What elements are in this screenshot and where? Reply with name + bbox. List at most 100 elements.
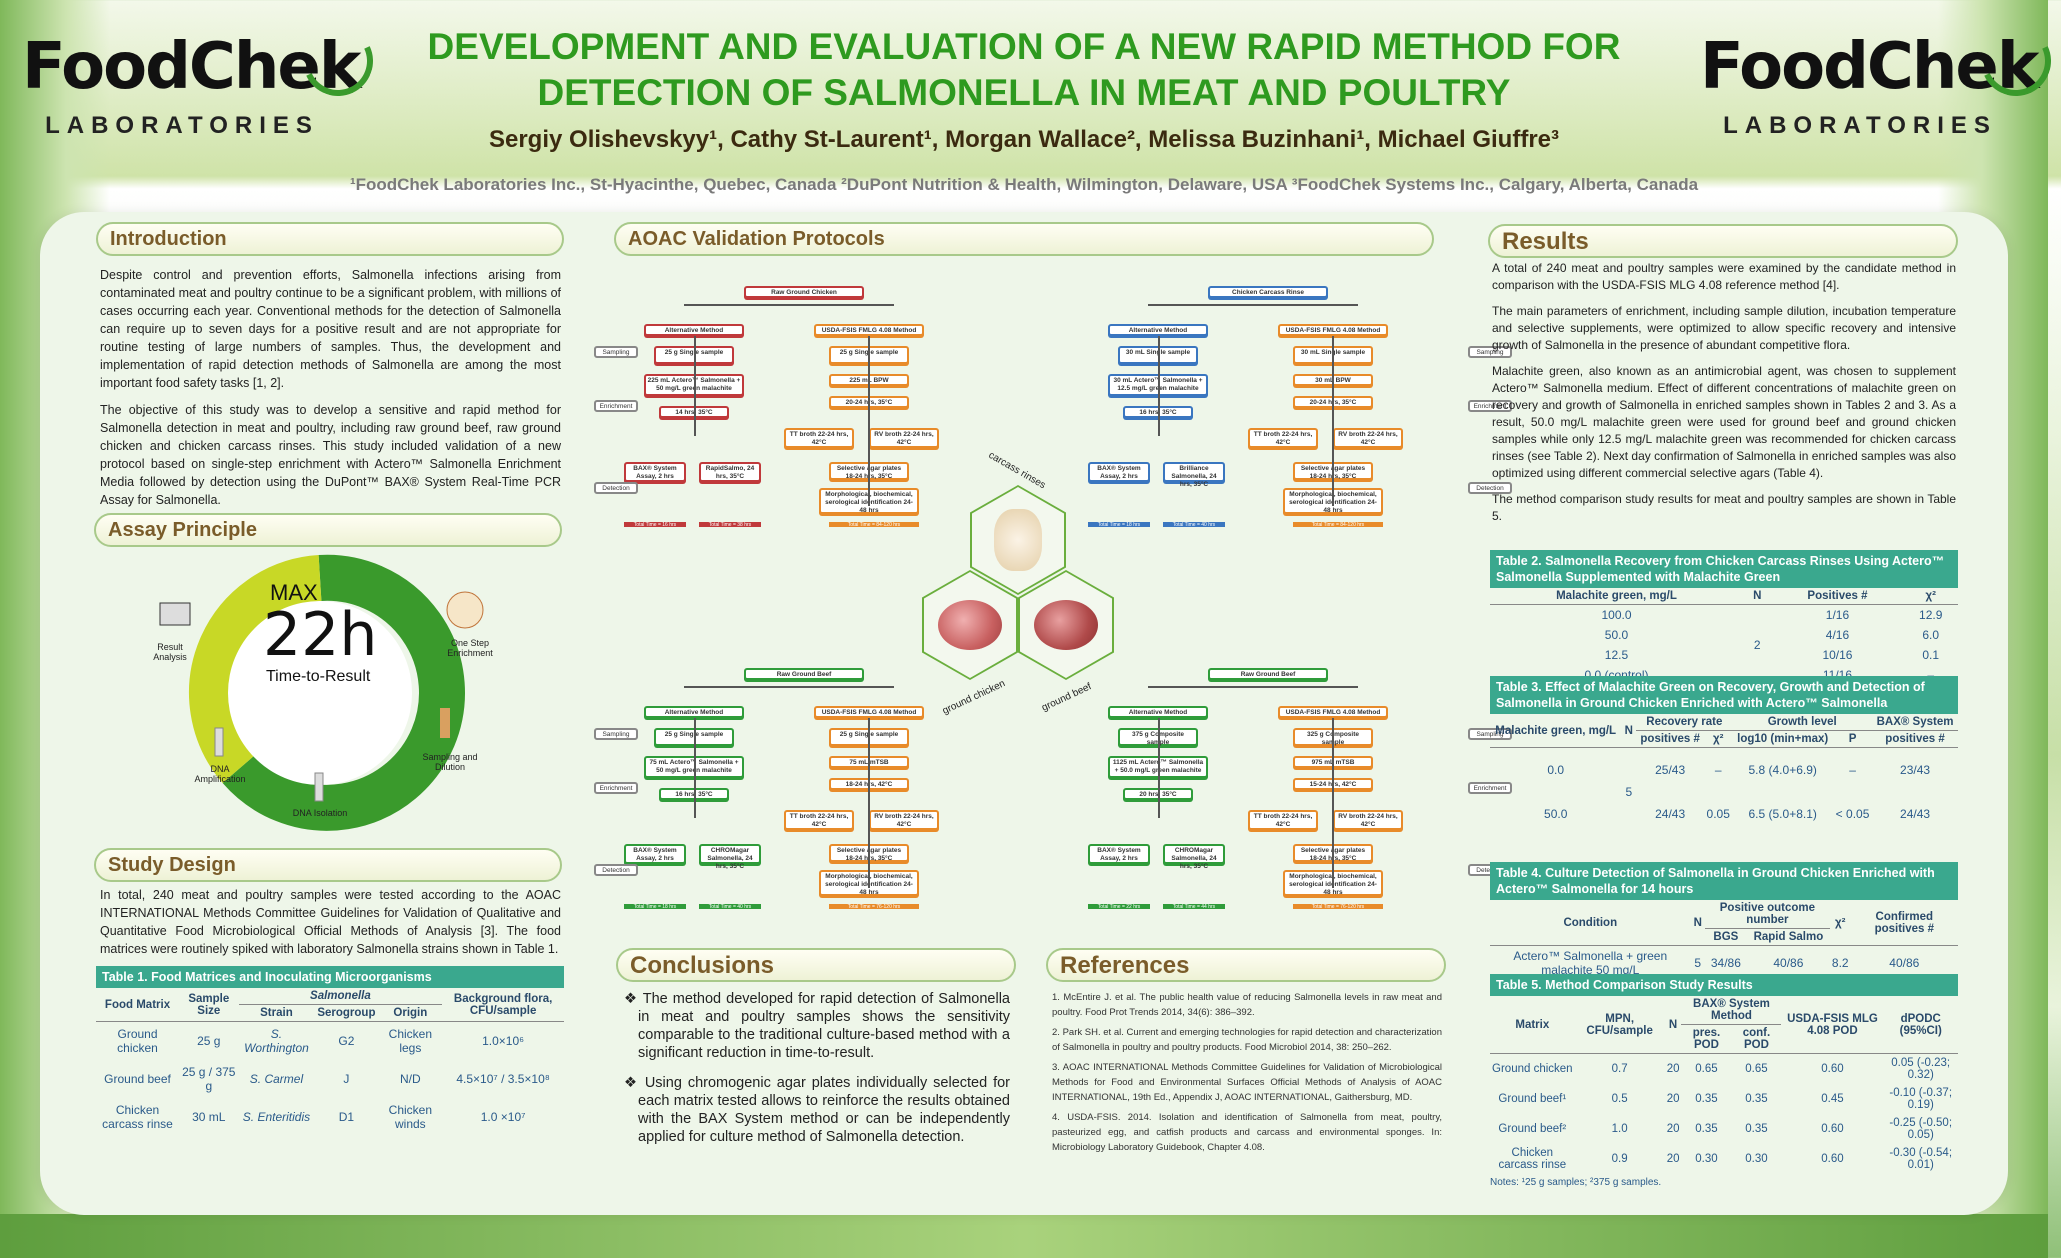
table-1-caption: Table 1. Food Matrices and Inoculating M… xyxy=(96,966,564,988)
cell: 24/43 xyxy=(1900,806,1931,821)
total-time-bar: Total Time = 40 hrs xyxy=(699,904,761,910)
total-time-bar: Total Time = 22 hrs xyxy=(1088,904,1150,910)
cell: 50.0 xyxy=(1604,628,1629,642)
title-line-2: DETECTION OF SALMONELLA IN MEAT AND POUL… xyxy=(537,72,1511,113)
total-time-bar: Total Time = 76-120 hrs xyxy=(1293,904,1383,910)
reference-method-box: USDA-FSIS FMLG 4.08 Method xyxy=(814,706,924,718)
t5-header: dPODC (95%CI) xyxy=(1883,996,1958,1054)
cell: 20 xyxy=(1666,1123,1680,1135)
logo-right: FoodChek LABORATORIES xyxy=(1700,16,2061,140)
cell: -0.10 (-0.37; 0.19) xyxy=(1889,1087,1953,1111)
connector-line xyxy=(1148,304,1358,306)
t3-header: P xyxy=(1833,730,1873,748)
petri-dish-icon xyxy=(446,591,484,629)
t3-header: BAX® System xyxy=(1872,714,1958,731)
tt-broth-box: TT broth 22-24 hrs, 42°C xyxy=(784,428,854,448)
cell: J xyxy=(343,1071,350,1086)
t1-header: Sample Size xyxy=(179,988,239,1022)
table-5: Table 5. Method Comparison Study Results… xyxy=(1490,974,1958,1188)
t3-header: log10 (min+max) xyxy=(1732,730,1833,748)
cell: 5 xyxy=(1694,956,1702,970)
cell: S. Enteritidis xyxy=(242,1109,311,1124)
study-heading: Study Design xyxy=(94,848,562,882)
results-p4: The method comparison study results for … xyxy=(1492,492,1956,523)
cycle-arc xyxy=(222,554,465,831)
detection-box: CHROMagar Salmonella, 24 hrs, 35°C xyxy=(699,844,761,870)
t3-header: Growth level xyxy=(1732,714,1873,731)
side-step-label: Detection xyxy=(1468,482,1512,494)
t5-header: conf. POD xyxy=(1731,1024,1782,1054)
tt-broth-box: TT broth 22-24 hrs, 42°C xyxy=(1248,428,1318,448)
side-step-label: Enrichment xyxy=(594,400,638,412)
table-2-caption: Table 2. Salmonella Recovery from Chicke… xyxy=(1490,550,1958,588)
cell: 100.0 xyxy=(1601,608,1632,622)
title-line-1: DEVELOPMENT AND EVALUATION OF A NEW RAPI… xyxy=(427,26,1621,67)
t4-header: N xyxy=(1690,900,1705,946)
side-step-label: Enrichment xyxy=(1468,782,1512,794)
cell: 0.5 xyxy=(1611,1093,1628,1105)
t4-header: Condition xyxy=(1490,900,1691,946)
cell: 1/16 xyxy=(1825,608,1850,622)
alternative-method-box: Alternative Method xyxy=(644,324,744,336)
cell: 0.65 xyxy=(1695,1063,1718,1075)
total-time-bar: Total Time = 38 hrs xyxy=(699,522,761,528)
bottom-bar xyxy=(0,1214,2048,1258)
table-2: Table 2. Salmonella Recovery from Chicke… xyxy=(1490,550,1958,685)
total-time-bar: Total Time = 76-120 hrs xyxy=(829,904,919,910)
cell: 20 xyxy=(1666,1063,1680,1075)
cell: 24/43 xyxy=(1655,806,1686,821)
step-sampling: Sampling and Dilution xyxy=(422,752,478,772)
cell: 20 xyxy=(1666,1093,1680,1105)
cell: 20 xyxy=(1666,1153,1680,1165)
step-result: Result Analysis xyxy=(153,642,187,662)
total-time-bar: Total Time = 18 hrs xyxy=(624,904,686,910)
cell: 6.5 (5.0+8.1) xyxy=(1748,806,1817,821)
aoac-heading: AOAC Validation Protocols xyxy=(614,222,1434,256)
tube-icon xyxy=(314,772,324,802)
flowchart-title: Raw Ground Chicken xyxy=(744,286,864,298)
reference-method-box: USDA-FSIS FMLG 4.08 Method xyxy=(1278,706,1388,718)
t4-header: Confirmed positives # xyxy=(1850,900,1958,946)
assay-heading: Assay Principle xyxy=(94,513,562,547)
tt-broth-box: TT broth 22-24 hrs, 42°C xyxy=(1248,810,1318,830)
t3-header: positives # xyxy=(1636,730,1705,748)
references-heading: References xyxy=(1046,948,1446,982)
detection-box: BAX® System Assay, 2 hrs xyxy=(1088,844,1150,864)
cell: 0.35 xyxy=(1695,1093,1718,1105)
t5-header: USDA-FSIS MLG 4.08 POD xyxy=(1781,996,1884,1054)
side-step-label: Sampling xyxy=(594,728,638,740)
detection-box: BAX® System Assay, 2 hrs xyxy=(624,462,686,482)
reference-method-box: USDA-FSIS FMLG 4.08 Method xyxy=(814,324,924,336)
t1-header: Serogroup xyxy=(314,1004,379,1022)
table-3-caption: Table 3. Effect of Malachite Green on Re… xyxy=(1490,676,1958,714)
total-time-bar: Total Time = 18 hrs xyxy=(1088,522,1150,528)
connector-line xyxy=(694,718,696,818)
results-heading: Results xyxy=(1488,224,1958,258)
cell: – xyxy=(1927,668,1935,682)
cell: 50.0 xyxy=(1544,806,1568,821)
assay-diagram: MAX 22h Time-to-Result One Step Enrichme… xyxy=(120,548,560,838)
intro-p2: The objective of this study was to devel… xyxy=(100,403,561,507)
results-text: A total of 240 meat and poultry samples … xyxy=(1492,260,1956,534)
cell: 8.2 xyxy=(1831,956,1849,970)
reference-item: 4. USDA-FSIS. 2014. Isolation and identi… xyxy=(1052,1112,1442,1153)
cell: N/D xyxy=(400,1071,421,1086)
rv-broth-box: RV broth 22-24 hrs, 42°C xyxy=(1333,810,1403,830)
cell: 0.9 xyxy=(1611,1153,1628,1165)
t5-header: Matrix xyxy=(1490,996,1575,1054)
t3-header: positives # xyxy=(1872,730,1958,748)
cell: 0.45 xyxy=(1821,1093,1844,1105)
detection-box: CHROMagar Salmonella, 24 hrs, 35°C xyxy=(1163,844,1225,870)
table-3: Table 3. Effect of Malachite Green on Re… xyxy=(1490,676,1958,836)
cell: 6.0 xyxy=(1922,628,1940,642)
assay-max: MAX xyxy=(270,580,318,605)
side-step-label: Enrichment xyxy=(1468,400,1512,412)
tube-icon xyxy=(440,708,450,738)
t1-header: Origin xyxy=(378,1004,443,1022)
cell: Chicken legs xyxy=(388,1026,433,1055)
reference-item: 2. Park SH. et al. Current and emerging … xyxy=(1052,1027,1442,1053)
